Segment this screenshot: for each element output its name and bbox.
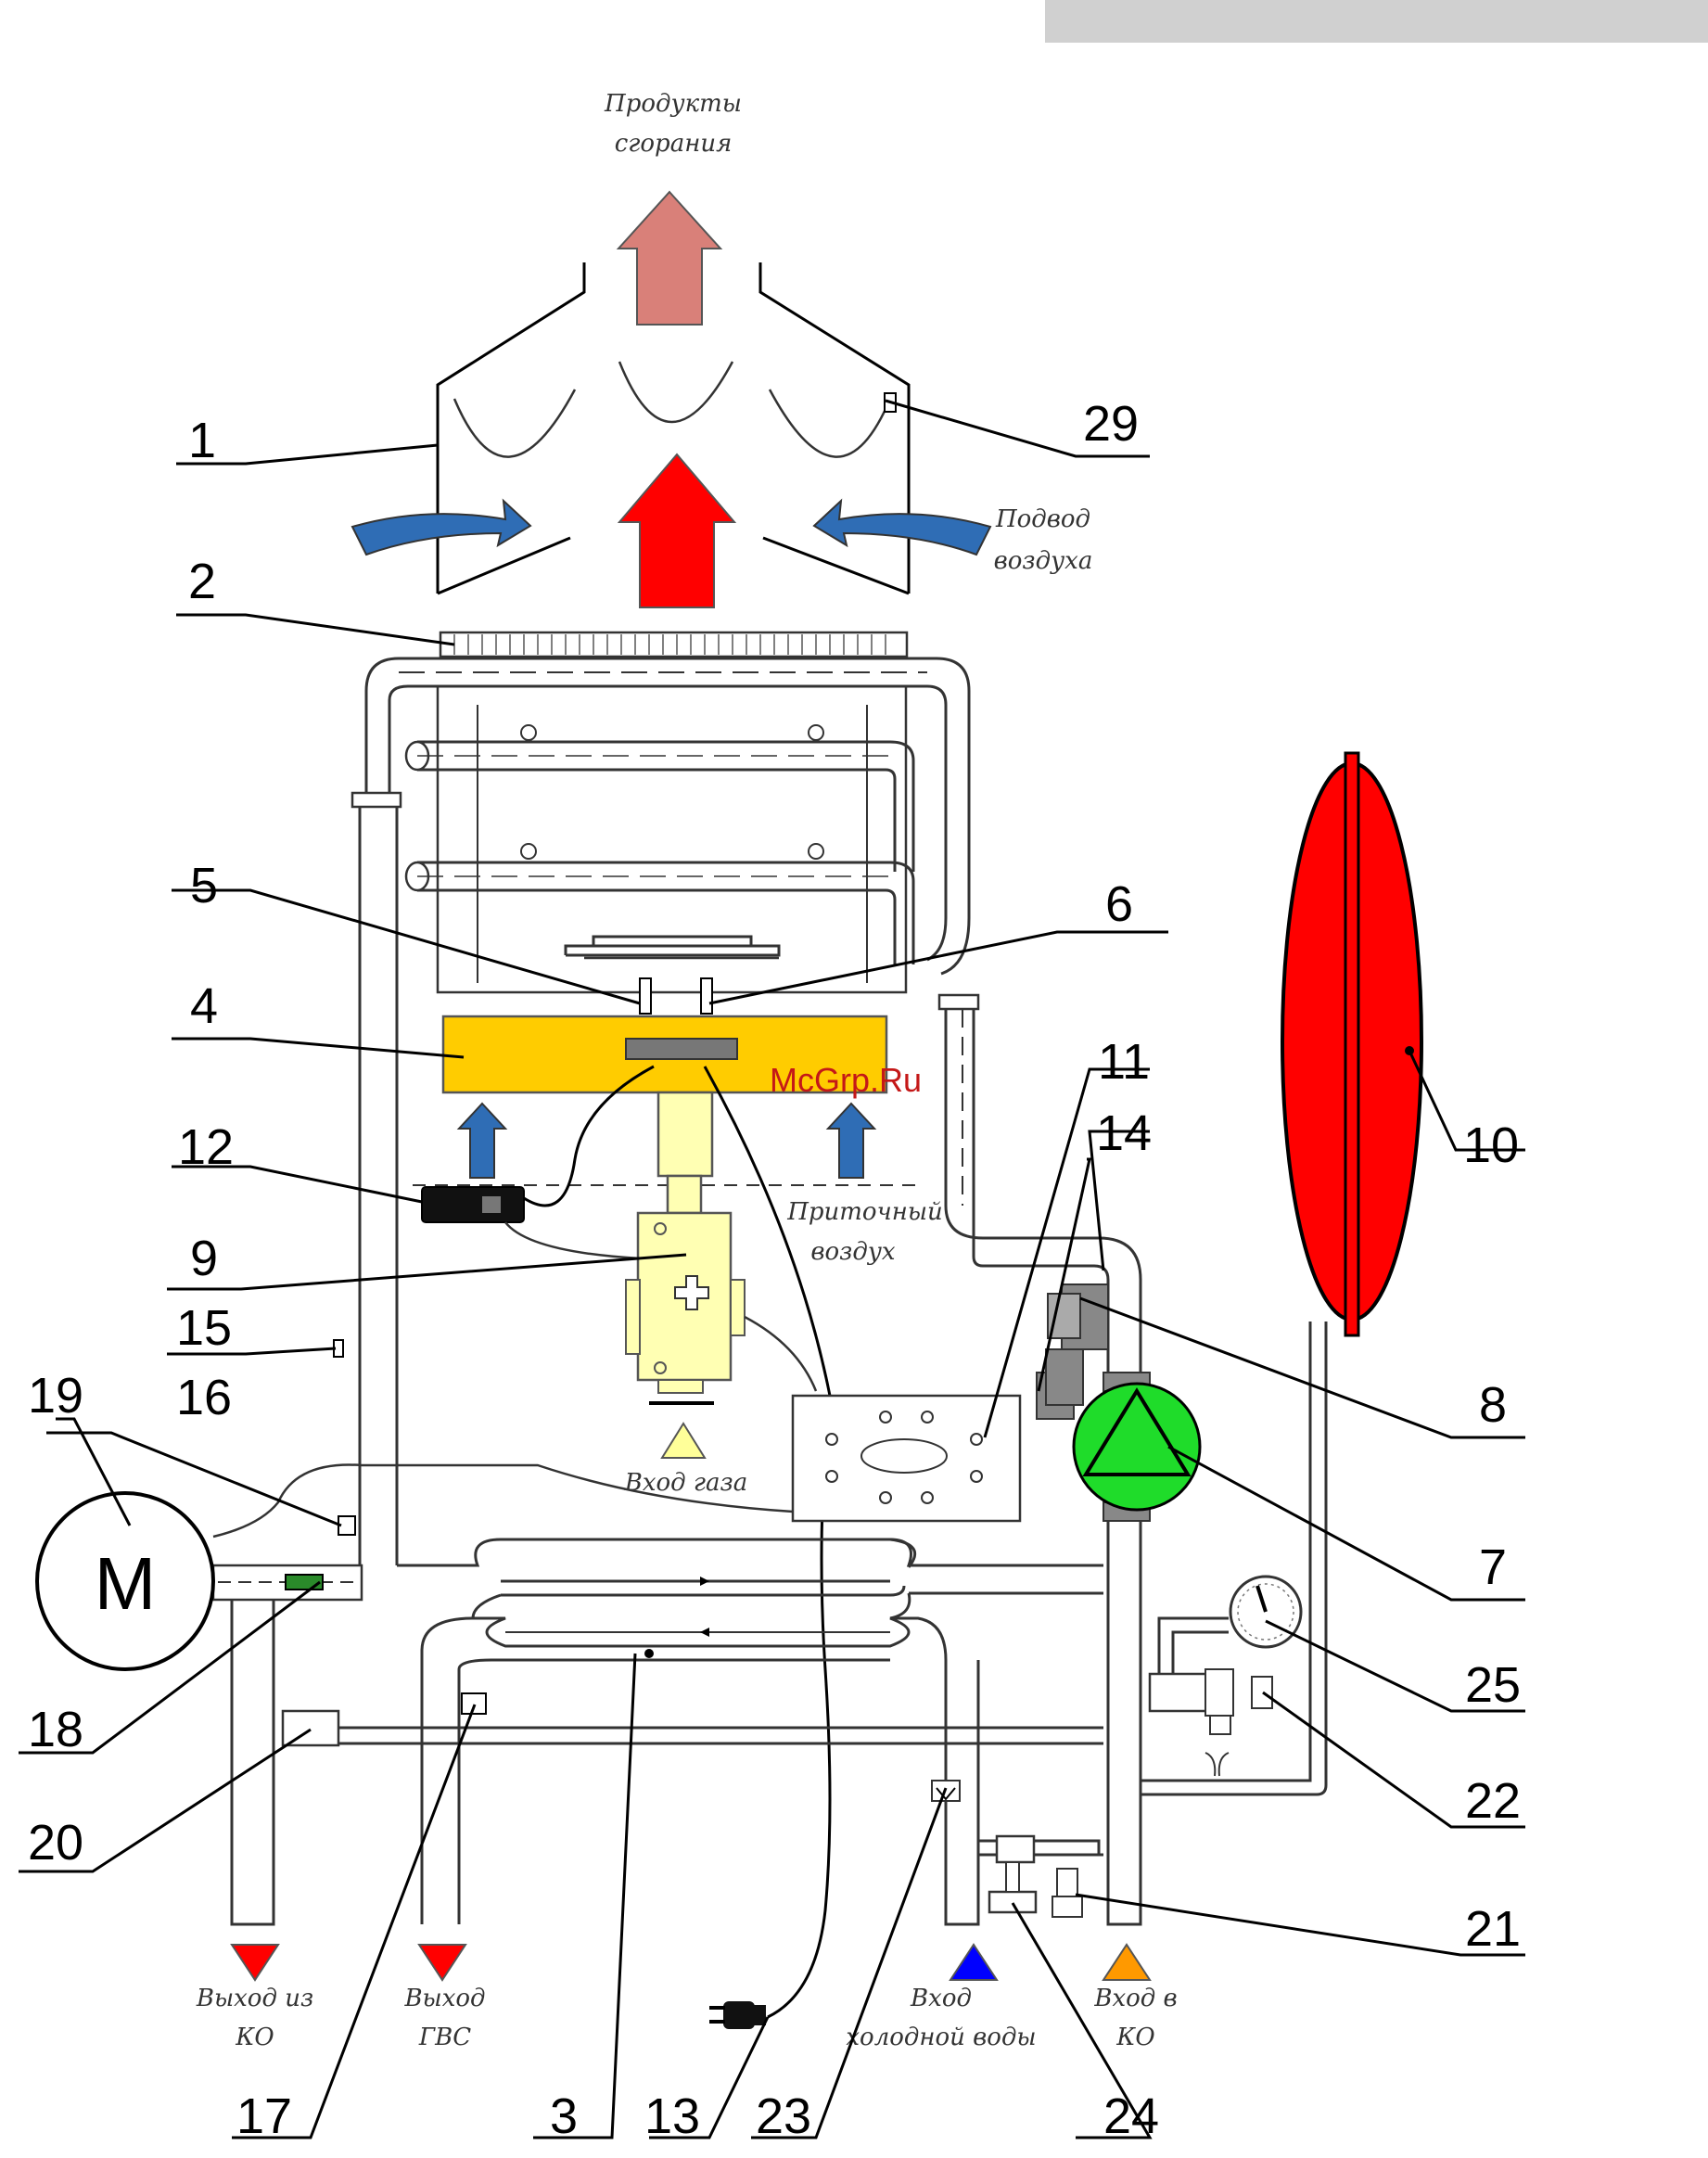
callout-9: 9 — [190, 1231, 218, 1286]
flue-caption-line2: сгорания — [615, 130, 733, 158]
callout-22: 22 — [1465, 1773, 1521, 1829]
heating-inlet-line2: КО — [1115, 2024, 1154, 2051]
air-arrow-left — [351, 498, 532, 556]
heating-inlet-line1: Вход в — [1093, 1985, 1177, 2012]
callout-23: 23 — [756, 2088, 811, 2144]
callout-12: 12 — [178, 1119, 234, 1175]
callout-25: 25 — [1465, 1657, 1521, 1713]
dhw-outlet-marker — [417, 1944, 467, 1982]
callout-19: 19 — [28, 1368, 83, 1424]
callout-3: 3 — [550, 2088, 578, 2144]
callout-15: 15 — [176, 1300, 232, 1356]
callout-14: 14 — [1096, 1105, 1152, 1161]
callout-21: 21 — [1465, 1901, 1521, 1957]
ignition-electrodes — [625, 977, 738, 1060]
callout-2: 2 — [188, 554, 216, 609]
supply-air-line2: воздух — [810, 1238, 896, 1266]
watermark: McGrp.Ru — [770, 1061, 922, 1099]
make-up-valve — [988, 1834, 1038, 1914]
callout-11: 11 — [1098, 1034, 1150, 1090]
callout-24: 24 — [1103, 2088, 1159, 2144]
callout-18: 18 — [28, 1702, 83, 1757]
motor-symbol: M — [95, 1542, 157, 1625]
callout-29: 29 — [1083, 396, 1139, 452]
expansion-tank — [1281, 751, 1423, 1337]
gas-valve — [625, 1091, 746, 1405]
gas-inlet-marker — [660, 1422, 707, 1459]
flame-arrow — [617, 453, 737, 608]
heating-outlet-line1: Выход из — [196, 1985, 313, 2012]
safety-valve — [1148, 1668, 1273, 1777]
cold-water-line1: Вход — [910, 1985, 972, 2012]
air-pressure-switch — [421, 1186, 525, 1223]
air-caption-line1: Подвод — [995, 505, 1090, 533]
cold-water-marker — [949, 1943, 999, 1981]
callout-5: 5 — [190, 858, 218, 913]
motor-icon: M — [35, 1491, 215, 1671]
dhw-outlet-line1: Выход — [403, 1985, 485, 2012]
air-inlet-arrow-right — [825, 1102, 877, 1179]
air-inlet-arrow-left — [456, 1102, 508, 1179]
callout-10: 10 — [1463, 1117, 1519, 1173]
main-heat-exchanger — [364, 631, 971, 994]
heating-outlet-marker — [230, 1944, 280, 1982]
callout-8: 8 — [1479, 1377, 1507, 1433]
pump-icon — [1036, 1283, 1202, 1522]
heating-inlet-marker — [1102, 1943, 1152, 1981]
callout-1: 1 — [188, 413, 216, 468]
dhw-heat-exchanger — [397, 1538, 1103, 1926]
callout-6: 6 — [1105, 876, 1133, 932]
supply-air-line1: Приточный — [786, 1198, 943, 1226]
control-board — [791, 1394, 1022, 1523]
leader-lines — [19, 399, 1525, 2139]
air-caption-line2: воздуха — [994, 547, 1093, 575]
callout-17: 17 — [236, 2088, 292, 2144]
callout-13: 13 — [644, 2088, 700, 2144]
callout-4: 4 — [190, 978, 218, 1034]
heating-supply-pipe — [211, 791, 402, 1926]
callout-16: 16 — [176, 1370, 232, 1425]
flue-gas-arrow — [616, 190, 723, 326]
dhw-outlet-line2: ГВС — [418, 2024, 471, 2051]
dhw-temp-sensor — [461, 1692, 487, 1715]
flue-caption-line1: Продукты — [604, 90, 742, 118]
header-bar — [1045, 0, 1708, 43]
heating-outlet-line2: КО — [235, 2024, 274, 2051]
air-arrow-right — [812, 498, 992, 556]
cold-water-line2: холодной воды — [846, 2024, 1036, 2051]
flue-hood — [436, 262, 911, 595]
callout-20: 20 — [28, 1815, 83, 1871]
plug-icon — [709, 2001, 766, 2029]
drain-valve — [1052, 1868, 1083, 1918]
callout-7: 7 — [1479, 1539, 1507, 1595]
